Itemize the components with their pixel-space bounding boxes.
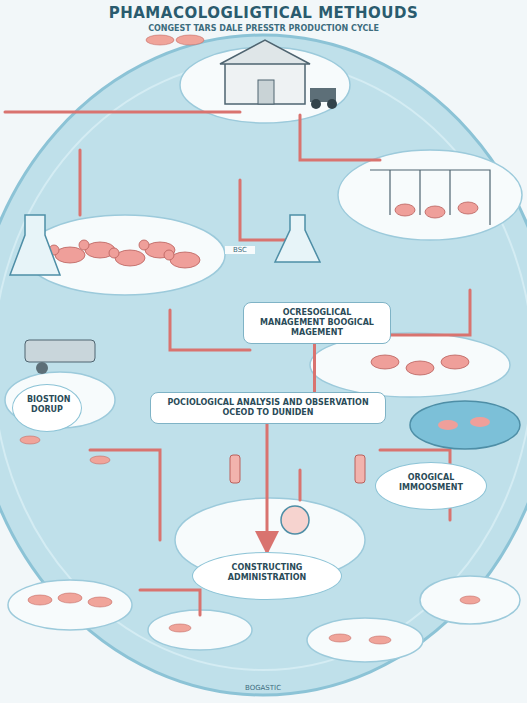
note-label: BOGASTIC <box>213 684 313 692</box>
node-text: OROGICAL IMMOOSMENT <box>390 473 472 493</box>
node-text: OCRESOGLICAL MANAGEMENT BOOGICAL MAGEMEN… <box>252 308 382 338</box>
process-box: OCRESOGLICAL MANAGEMENT BOOGICAL MAGEMEN… <box>243 302 391 344</box>
oval-platform: BIOSTION DORUP <box>12 384 82 432</box>
diagram-title: PHAMACOLOGLIGTICAL METHOUDS <box>0 4 527 22</box>
process-box: POCIOLOGICAL ANALYSIS AND OBSERVATION OC… <box>150 392 386 424</box>
note-label: BSC <box>225 246 255 254</box>
oval-platform: CONSTRUCTING ADMINISTRATION <box>192 552 342 600</box>
oval-platform: OROGICAL IMMOOSMENT <box>375 462 487 510</box>
pipe-connector <box>266 424 269 552</box>
node-text: BIOSTION DORUP <box>27 395 67 415</box>
node-text: POCIOLOGICAL ANALYSIS AND OBSERVATION OC… <box>159 398 377 418</box>
pipe-connector <box>313 344 316 392</box>
note-label: CONGEST TARS DALE PRESSTR PRODUCTION CYC… <box>60 24 467 33</box>
node-text: CONSTRUCTING ADMINISTRATION <box>207 563 327 583</box>
